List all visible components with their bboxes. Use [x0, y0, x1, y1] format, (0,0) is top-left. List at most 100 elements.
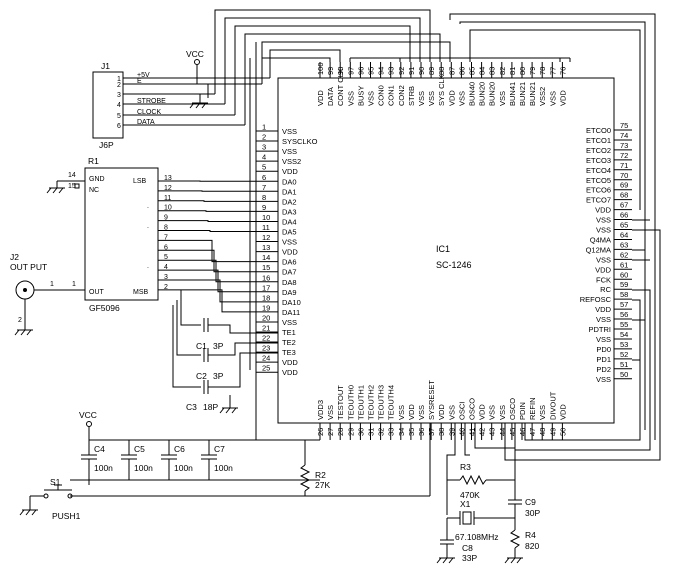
r1-ref: R1	[88, 156, 99, 166]
ic1-pin-name-19-da11: DA11	[282, 308, 300, 317]
ic1-pin-num-83: 83	[488, 67, 497, 75]
ic1-pin-num-71: 71	[620, 161, 628, 170]
ic1-pin-name-38-vdd: VDD	[437, 404, 446, 420]
cap-c4-value: 100n	[94, 463, 113, 473]
ic1-pin-num-27: 27	[326, 428, 335, 436]
ic1-pin-name-69-etco6: ETCO6	[586, 186, 611, 195]
r1-pin-num-8: 8	[164, 225, 168, 232]
j2-pin2: 2	[18, 317, 22, 324]
c2-ref: C2	[196, 371, 207, 381]
ic1-pin-name-71-etco4: ETCO4	[586, 166, 611, 175]
ic1-pin-name-21-te1: TE1	[282, 328, 296, 337]
j2-label: OUT PUT	[10, 262, 47, 272]
r1-out-num: 1	[72, 281, 76, 288]
vcc-label-top: VCC	[186, 49, 204, 59]
r1-pin-num-3: 3	[164, 274, 168, 281]
ic1-pin-num-70: 70	[620, 171, 628, 180]
j2-center	[23, 288, 27, 292]
ic1-pin-num-30: 30	[356, 428, 365, 436]
cap-c5-ref: C5	[134, 444, 145, 454]
ic1-pin-name-96-busy: BUSY	[356, 86, 365, 106]
ic1-pin-num-65: 65	[620, 221, 628, 230]
cap-c6-ref: C6	[174, 444, 185, 454]
ic1-pin-num-90: 90	[417, 67, 426, 75]
j1-pin-name-5v: +5V	[137, 72, 150, 79]
ic1-part: SC-1246	[436, 260, 472, 270]
c8-value: 33P	[462, 553, 477, 563]
ic1-pin-num-14: 14	[262, 253, 270, 262]
r1-to-ic-wire-6	[158, 249, 256, 273]
c1-ref: C1	[196, 341, 207, 351]
vcc-symbol-top: VCC	[186, 49, 204, 84]
ic1-pin-name-15-da7: DA7	[282, 268, 297, 277]
top-bus-wires	[214, 9, 656, 440]
ic1-pin-name-47-refin: REFIN	[528, 398, 537, 421]
ic1-pin-num-24: 24	[262, 354, 270, 363]
ic1-pin-name-62-vss: VSS	[596, 255, 611, 264]
ic1-pin-num-80: 80	[518, 67, 527, 75]
r1-nc: NC	[89, 187, 99, 194]
r1-to-ic-wire-9	[158, 220, 256, 222]
ic1-pin-num-12: 12	[262, 233, 270, 242]
ic1-pin-num-39: 39	[447, 428, 456, 436]
r1-to-ic-wire-10	[158, 210, 256, 212]
ic1-pin-num-50: 50	[558, 428, 567, 436]
te-capacitors: C1 3P C2 3P C3 18P	[172, 290, 278, 414]
ic1-pin-num-19: 19	[262, 303, 270, 312]
ic1-pin-num-79: 79	[528, 67, 537, 75]
ic1-pin-name-41-osco: OSCO	[468, 398, 477, 420]
ic1-pin-name-33-teouth4: TEOUTH4	[387, 385, 396, 420]
j1-pin-num-2: 2	[117, 82, 121, 89]
ic1-pin-num-1: 1	[262, 123, 266, 132]
ic1-pin-num-17: 17	[262, 283, 270, 292]
r1-pin14: 14	[68, 172, 76, 179]
ic1-pin-name-30-teouth1: TEOUTH1	[356, 385, 365, 420]
r1-lsb: LSB	[133, 178, 147, 185]
ic1-pin-num-15: 15	[262, 263, 270, 272]
j1-pin-name-data: DATA	[137, 119, 155, 126]
r1-pin-num-7: 7	[164, 234, 168, 241]
ic1-pin-name-53-pd0: PD0	[596, 345, 611, 354]
x1-value: 67.108MHz	[455, 532, 498, 542]
ic1-pin-num-37: 37	[427, 428, 436, 436]
ic1-pin-name-67-vdd: VDD	[595, 206, 611, 215]
oscillator-circuit: R3 470K X1 67.108MHz C8 33P C9 30P R4 82…	[436, 229, 661, 564]
ic1-pin-name-23-te3: TE3	[282, 348, 296, 357]
r1-dot-2: .	[147, 223, 149, 230]
r1-gnd: GND	[89, 176, 105, 183]
ic1-pin-name-31-teouth2: TEOUTH2	[367, 385, 376, 420]
ic1-pin-num-96: 96	[356, 67, 365, 75]
ic1-pin-num-59: 59	[620, 280, 628, 289]
ic1-bottom-pins: 26VDD327VSS28TESTOUT29TEOUTH030TEOUTH131…	[316, 380, 567, 440]
ic1-pin-name-61-vdd: VDD	[595, 265, 611, 274]
ic1-pin-name-88-sys-clk: SYS CLK	[437, 74, 446, 106]
ic1-pin-num-54: 54	[620, 330, 628, 339]
ic1-pin-num-87: 87	[447, 67, 456, 75]
ic1-pin-name-59-rc: RC	[600, 285, 611, 294]
ic1-pin-name-74-etco1: ETCO1	[586, 136, 611, 145]
ic1-pin-num-75: 75	[620, 121, 628, 130]
r3-value: 470K	[460, 490, 480, 500]
ic1-pin-num-69: 69	[620, 181, 628, 190]
ic1-pin-name-49-divout: DIVOUT	[548, 391, 557, 420]
c3-ref: C3	[186, 402, 197, 412]
r1-out: OUT	[89, 289, 105, 296]
r1-pin-num-12: 12	[164, 185, 172, 192]
ic1-pin-name-66-vss: VSS	[596, 216, 611, 225]
ic1-pin-num-35: 35	[407, 428, 416, 436]
r1-pin-num-2: 2	[164, 284, 168, 291]
ic1-pin-name-60-fck: FCK	[596, 275, 611, 284]
ic1-pin-num-49: 49	[548, 428, 557, 436]
ic1-pin-name-73-etco2: ETCO2	[586, 146, 611, 155]
ic1-pin-num-32: 32	[377, 428, 386, 436]
ic1-pin-name-43-vss: VSS	[488, 405, 497, 420]
ic1-pin-name-3-vss: VSS	[282, 147, 297, 156]
ic1-pin-num-67: 67	[620, 201, 628, 210]
ic1-pin-name-75-etco0: ETCO0	[586, 126, 611, 135]
j1-pin-num-4: 4	[117, 102, 121, 109]
ic1-pin-num-51: 51	[620, 360, 628, 369]
r1-to-ic-wire-4	[158, 269, 256, 293]
ic1-pin-num-97: 97	[346, 67, 355, 75]
